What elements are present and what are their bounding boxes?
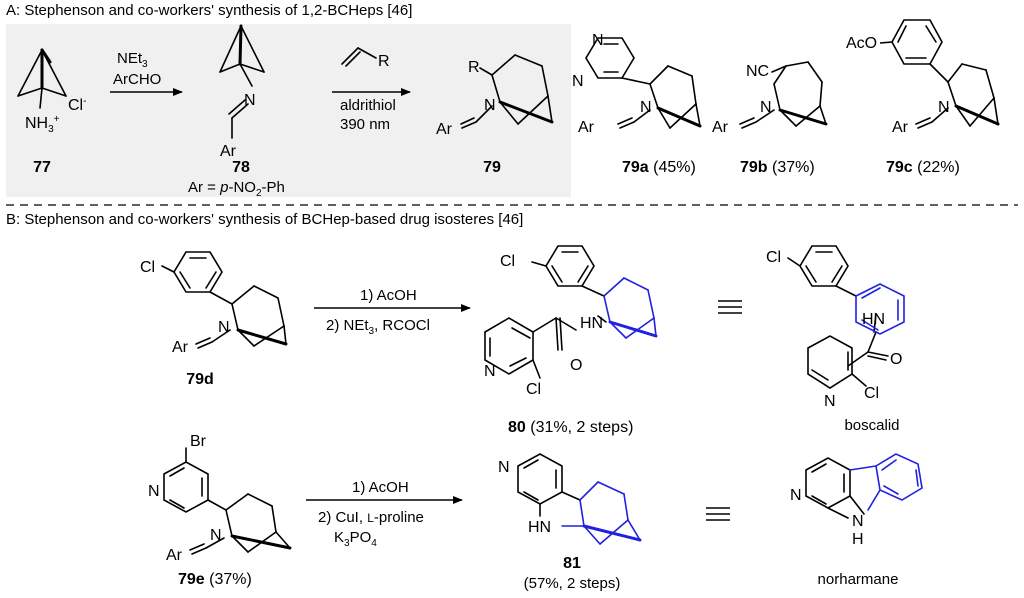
c80-caption: 80 (31%, 2 steps) [508,419,633,436]
boscalid-cl: Cl [766,249,781,266]
section-b-header: B: Stephenson and co-workers' synthesis … [6,211,523,228]
row1-step-a: 1) AcOH [360,287,417,304]
boscalid-hn: HN [862,311,885,328]
c78-label: 78 [232,159,250,176]
compound-81 [517,453,581,517]
step2-reagent1: aldrithiol [340,97,396,114]
c79d-label: 79d [186,371,214,388]
c79e-br: Br [190,433,207,450]
alkene-r: R [378,53,390,70]
equiv-symbol-1 [718,300,742,314]
norharmane-name: norharmane [818,571,899,588]
c79b-n-atom: N [760,99,772,116]
c80-cl: Cl [500,253,515,270]
step1-reagent2: ArCHO [113,71,161,88]
c78-ar: Ar [220,143,237,160]
c80-pyr-n: N [484,363,496,380]
equiv-symbol-2 [706,507,730,521]
norharmane-benzo-highlight [849,453,923,511]
norharmane-nh-n: N [852,513,864,530]
c80-cl2: Cl [526,381,541,398]
alkene-reagent [341,47,377,67]
c81-bchep-core [561,481,642,545]
c79b-caption: 79b (37%) [740,159,815,176]
step1-reagent1: NEt3 [117,50,148,70]
boscalid-name: boscalid [844,417,899,434]
c79-r: R [468,59,480,76]
boscalid-cl2: Cl [864,385,879,402]
compound-78 [219,24,265,139]
c79a-ar: Ar [578,119,595,136]
c79d-cl: Cl [140,259,155,276]
c79a-n1: N [592,32,604,49]
c79d-ar: Ar [172,339,189,356]
c79-label: 79 [483,159,501,176]
c80-hn: HN [580,315,603,332]
section-a-panel [6,24,571,197]
c79c-group: AcO [846,35,877,52]
norharmane-structure [805,457,865,519]
row2-step-a: 1) AcOH [352,479,409,496]
c79e-caption: 79e (37%) [178,571,252,588]
c79b-group: NC [746,63,769,80]
boscalid-o: O [890,351,902,368]
step2-reagent2: 390 nm [340,116,390,133]
c77-amine: NH3+ [25,114,60,135]
c79a-n2: N [572,73,584,90]
row2-step-c: K3PO4 [334,529,377,549]
c79a-caption: 79a (45%) [622,159,696,176]
c79c-o-bond [879,41,893,44]
c79b-ar: Ar [712,119,729,136]
boscalid-phenyl-highlight [855,283,905,335]
c80-bchep-core [603,277,658,339]
row1-step-b: 2) NEt3, RCOCl [326,317,430,337]
norharmane-nh-h: H [852,531,864,548]
c77-counterion: Cl- [68,96,86,114]
c78-note: Ar = p-NO2-Ph [188,179,285,199]
boscalid-pyr-n: N [824,393,836,410]
c79a-n-atom: N [640,99,652,116]
compound-79a [585,37,702,129]
c81-pyr-n: N [498,459,510,476]
row2-step-b: 2) CuI, L-proline [318,509,424,526]
c79e-pyr-n: N [148,483,160,500]
c81-label: 81 [563,555,581,572]
boscalid-structure [787,245,889,389]
compound-79d [161,251,288,349]
c79e-n-atom: N [210,527,222,544]
c79e-ar: Ar [166,547,183,564]
compound-79b [739,61,828,129]
c79-n-atom: N [484,97,496,114]
c79c-ar: Ar [892,119,909,136]
norharmane-pyr-n: N [790,487,802,504]
compound-80 [484,245,607,379]
c79-ar: Ar [436,121,453,138]
c79d-n-atom: N [218,319,230,336]
c81-hn: HN [528,519,551,536]
c80-o: O [570,357,582,374]
compound-79 [460,54,554,129]
c81-yield: (57%, 2 steps) [524,575,621,592]
c77-label: 77 [33,159,51,176]
section-a-header: A: Stephenson and co-workers' synthesis … [6,2,412,19]
c79c-n-atom: N [938,99,950,116]
compound-77 [17,48,67,109]
c78-n-atom: N [244,92,256,109]
c79c-caption: 79c (22%) [886,159,960,176]
compound-79e [163,447,292,555]
